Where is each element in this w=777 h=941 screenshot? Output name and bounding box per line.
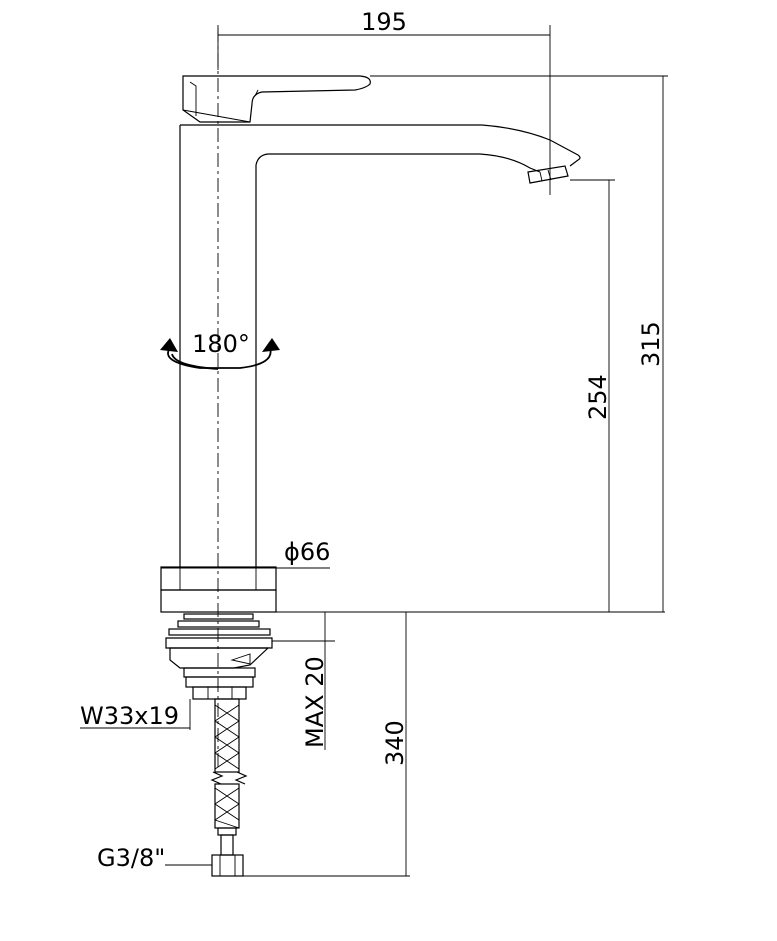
rotation-label: 180° [192,330,250,358]
dimension-width: 195 [217,8,551,195]
thread-label: W33x19 [80,702,179,730]
diameter-label: ϕ66 [284,538,330,566]
dimension-max-thickness: MAX 20 [272,612,335,750]
max-thickness-label: MAX 20 [301,656,329,748]
spout-height-label: 254 [584,374,612,420]
connector-label: G3/8" [97,844,165,872]
width-label: 195 [361,8,407,36]
braided-hose [210,698,248,877]
rotation-indicator: 180° [160,330,280,370]
faucet-base: ϕ66 [160,538,330,613]
dimension-connector: G3/8" [97,844,212,872]
dimension-total-height: 315 [370,75,668,612]
dimension-hose-length: 340 [243,612,410,877]
dimension-spout-height: 254 [570,179,615,612]
mounting-hardware [165,613,273,700]
rotation-arrow-right-icon [262,338,280,352]
faucet-body [179,124,581,567]
lever-handle [182,75,371,123]
rotation-arrow-left-icon [160,338,178,352]
total-height-label: 315 [637,321,665,367]
hose-length-label: 340 [381,720,409,766]
dimension-thread: W33x19 [80,699,191,730]
